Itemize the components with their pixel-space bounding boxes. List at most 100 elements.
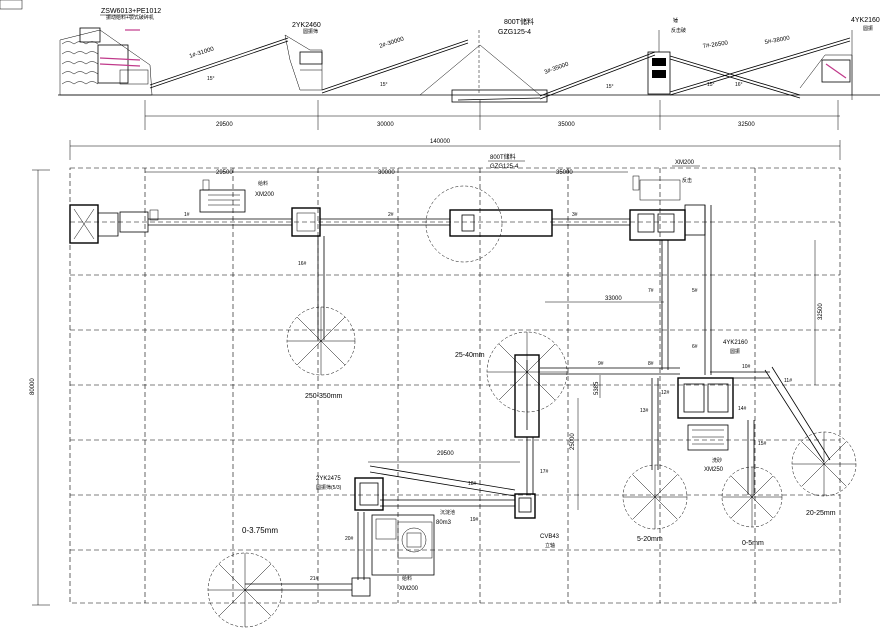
silo-label: 800T储料 bbox=[504, 17, 534, 26]
plan-grid bbox=[69, 167, 841, 604]
svg-text:反击破: 反击破 bbox=[671, 27, 686, 34]
svg-text:15°: 15° bbox=[606, 84, 614, 90]
screen-right-label: 4YK2160 bbox=[723, 340, 748, 346]
feeder-top-label: XM200 bbox=[255, 192, 275, 198]
belt-3-label: 3#-35000 bbox=[544, 61, 571, 76]
pile-6-label: 0-3.75mm bbox=[242, 526, 278, 535]
belt-5-elev bbox=[669, 37, 851, 93]
svg-text:13#: 13# bbox=[640, 408, 649, 414]
svg-text:32500: 32500 bbox=[818, 303, 824, 320]
svg-text:沉淀池: 沉淀池 bbox=[440, 509, 455, 516]
pile-1-label: 250-350mm bbox=[305, 393, 343, 400]
svg-text:GZG125-4: GZG125-4 bbox=[490, 164, 519, 170]
svg-text:立轴: 立轴 bbox=[545, 542, 555, 549]
jaw-label: ZSW6013+PE1012 bbox=[101, 8, 161, 15]
belt-7-label: 7#-26500 bbox=[702, 40, 729, 50]
svg-text:18#: 18# bbox=[468, 481, 477, 487]
cone-label: 锤 bbox=[673, 17, 678, 24]
svg-text:11#: 11# bbox=[784, 378, 792, 384]
washer-label: XM250 bbox=[704, 467, 724, 473]
screen-2-plan: 4YK2160 圆振 bbox=[677, 340, 748, 419]
belt-19-plan bbox=[369, 471, 516, 497]
svg-text:圆振筛(5/3): 圆振筛(5/3) bbox=[316, 484, 342, 491]
pile-5-label: 20-25mm bbox=[806, 510, 836, 517]
pile-0-3.75: 0-3.75mm bbox=[207, 526, 283, 628]
elevation-view: ZSW6013+PE1012 振动给料+颚式破碎机 1#-31000 15° 2… bbox=[58, 8, 880, 130]
svg-text:圆振: 圆振 bbox=[730, 348, 740, 355]
plan-view: 140000 80000 29500 30000 35000 bbox=[30, 139, 857, 628]
pile-0-5: 0-5mm bbox=[721, 466, 783, 547]
svg-text:5385: 5385 bbox=[594, 381, 600, 395]
elev-dim-4: 32500 bbox=[738, 122, 755, 128]
svg-text:25000: 25000 bbox=[570, 433, 576, 450]
sand-tank-plan: 沉淀池 80m3 给料 XM200 bbox=[371, 509, 455, 592]
pile-2-label: 25-40mm bbox=[455, 352, 485, 359]
sand-washer-plan: 洗砂 XM250 bbox=[687, 424, 729, 473]
svg-text:15#: 15# bbox=[758, 441, 767, 447]
silo-plan: 800T储料 GZG125-4 bbox=[425, 153, 553, 263]
svg-text:给料: 给料 bbox=[258, 180, 268, 187]
svg-text:20#: 20# bbox=[345, 536, 354, 542]
svg-text:19#: 19# bbox=[470, 517, 479, 523]
svg-text:14#: 14# bbox=[738, 406, 747, 412]
svg-text:16#: 16# bbox=[298, 261, 307, 267]
svg-text:15°: 15° bbox=[380, 82, 388, 88]
svg-text:30000: 30000 bbox=[378, 170, 395, 176]
pile-3-label: 5-20mm bbox=[637, 536, 663, 543]
silo-elev: 800T储料 GZG125-4 bbox=[419, 17, 548, 103]
jaw-crusher-station: ZSW6013+PE1012 振动给料+颚式破碎机 bbox=[59, 8, 161, 96]
screen-2-elev: 4YK2160 圆振 bbox=[799, 17, 880, 100]
elev-dim-1: 29500 bbox=[216, 122, 233, 128]
svg-text:6#: 6# bbox=[692, 344, 698, 350]
elev-dim-3: 35000 bbox=[558, 122, 575, 128]
screen-left-plan: 2YK2475 圆振筛(5/3) bbox=[316, 476, 384, 511]
svg-text:16°: 16° bbox=[735, 82, 743, 88]
svg-text:35000: 35000 bbox=[556, 170, 573, 176]
svg-text:10#: 10# bbox=[742, 364, 751, 370]
sand-tank-label: 80m3 bbox=[436, 520, 452, 526]
svg-text:7#: 7# bbox=[648, 288, 654, 294]
pile-25-40: 25-40mm bbox=[455, 331, 568, 413]
svg-text:9#: 9# bbox=[598, 361, 604, 367]
svg-text:29500: 29500 bbox=[216, 170, 233, 176]
svg-text:17#: 17# bbox=[540, 469, 549, 475]
belt-2-elev bbox=[321, 39, 469, 91]
belt-11-plan bbox=[764, 369, 825, 463]
feeder-bottom-label: XM200 bbox=[399, 586, 419, 592]
svg-text:15°: 15° bbox=[707, 82, 715, 88]
belt-2-label: 2#-30000 bbox=[379, 36, 406, 50]
cone-crusher-plan: XM200 反击 bbox=[629, 160, 706, 241]
screen-left-label: 2YK2475 bbox=[316, 476, 341, 482]
svg-text:圆振筛: 圆振筛 bbox=[303, 28, 318, 35]
belt-5-label: 5#-38000 bbox=[764, 36, 791, 46]
screen-1-label: 2YK2460 bbox=[292, 22, 321, 29]
silo-plan-label: 800T储料 bbox=[490, 153, 516, 161]
elev-dim-2: 30000 bbox=[377, 122, 394, 128]
belt-1-label: 1#-31000 bbox=[189, 46, 216, 60]
svg-text:21#: 21# bbox=[310, 576, 319, 582]
jaw-crusher-plan bbox=[69, 204, 159, 244]
top-feeder-plan: 给料 XM200 bbox=[199, 179, 275, 213]
svg-text:给料: 给料 bbox=[402, 575, 412, 582]
vertical-crusher-plan: CVB43 立轴 bbox=[514, 493, 560, 549]
svg-text:29500: 29500 bbox=[437, 451, 454, 457]
cone-plan-label: XM200 bbox=[675, 160, 695, 166]
crusher-bottom-label: CVB43 bbox=[540, 534, 560, 540]
jaw-sub-label: 振动给料+颚式破碎机 bbox=[106, 14, 154, 21]
pile-20-25: 20-25mm bbox=[791, 431, 857, 517]
screen-1-plan bbox=[291, 207, 321, 237]
transfer-box bbox=[351, 577, 371, 597]
plan-total-height: 80000 bbox=[30, 378, 36, 395]
screen-1-elev: 2YK2460 圆振筛 bbox=[284, 22, 323, 91]
svg-text:12#: 12# bbox=[661, 390, 670, 396]
svg-text:33000: 33000 bbox=[605, 296, 622, 302]
svg-text:反击: 反击 bbox=[682, 177, 692, 184]
svg-text:2#: 2# bbox=[388, 212, 394, 218]
pile-250-350: 250-350mm bbox=[286, 306, 356, 400]
svg-text:5#: 5# bbox=[692, 288, 698, 294]
svg-text:GZG125-4: GZG125-4 bbox=[498, 29, 531, 36]
svg-text:洗砂: 洗砂 bbox=[712, 457, 722, 464]
svg-text:圆振: 圆振 bbox=[863, 25, 873, 32]
